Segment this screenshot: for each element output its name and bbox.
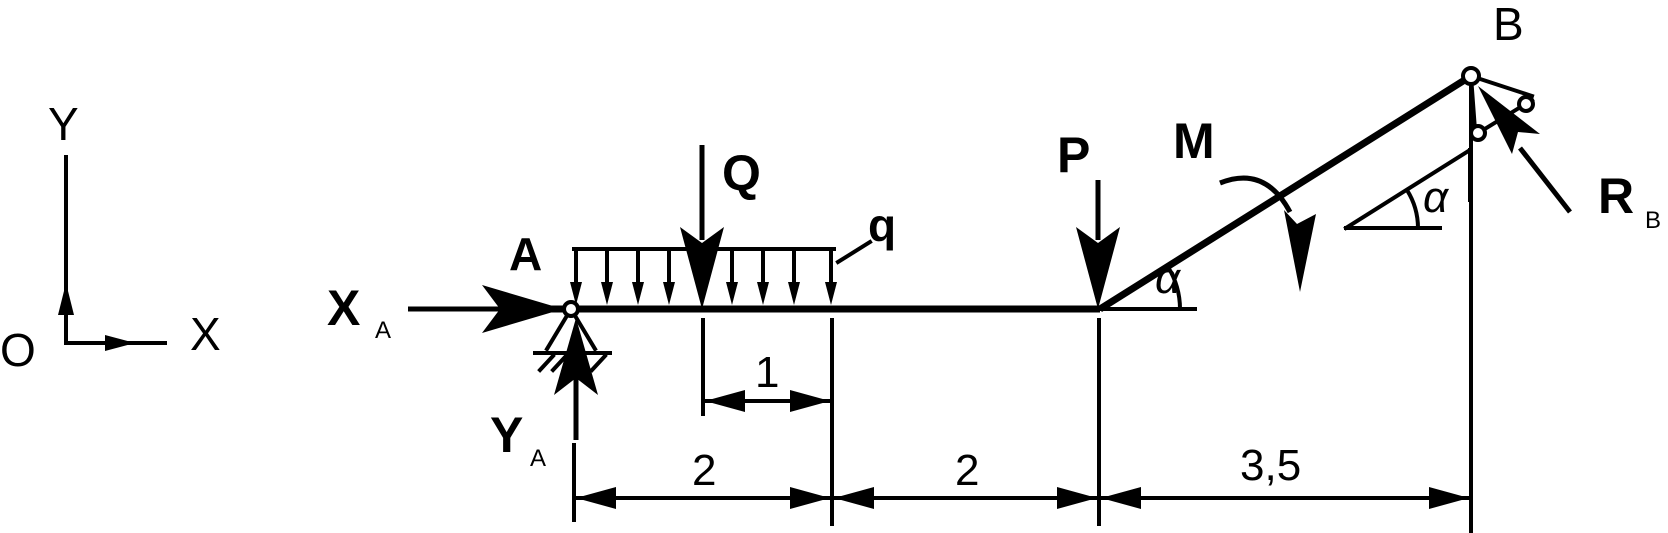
- axis-y-label: Y: [48, 98, 79, 150]
- reaction-xa: X A: [327, 280, 563, 344]
- point-a-label: A: [509, 228, 542, 280]
- dimension-q-offset: 1: [755, 348, 779, 397]
- reaction-rb: R B: [1478, 86, 1661, 234]
- reaction-ya: Y A: [490, 318, 598, 472]
- angle-alpha-label-1: α: [1155, 254, 1182, 303]
- hinge-a: [562, 300, 580, 318]
- force-p: P: [1057, 127, 1120, 309]
- origin-label: O: [0, 324, 36, 376]
- reaction-rb-subscript: B: [1645, 207, 1661, 234]
- point-b-label: B: [1493, 0, 1524, 50]
- moment-m-label: M: [1173, 113, 1215, 169]
- force-q: Q: [680, 145, 761, 309]
- pin-support-a: A: [509, 228, 612, 373]
- angle-alpha-label-2: α: [1423, 173, 1450, 222]
- moment-m: M: [1173, 113, 1316, 292]
- support-b: B: [1461, 0, 1535, 533]
- load-arrows: [570, 247, 837, 305]
- reaction-xa-label: X: [327, 280, 360, 336]
- y-axis-arrowhead: [58, 283, 74, 315]
- x-axis-arrowhead: [105, 335, 135, 351]
- angle-alpha-at-b: α: [1343, 147, 1473, 231]
- reaction-ya-subscript: A: [530, 445, 546, 472]
- dimension-span-3: 3,5: [1240, 441, 1301, 490]
- reaction-rb-label: R: [1598, 168, 1634, 224]
- reaction-xa-subscript: A: [375, 317, 391, 344]
- dimension-span-2: 2: [955, 446, 979, 495]
- force-q-label: Q: [722, 145, 761, 201]
- axis-x-label: X: [190, 308, 221, 360]
- dimension-span-1: 2: [692, 446, 716, 495]
- beam: [533, 73, 1473, 313]
- force-p-label: P: [1057, 127, 1090, 183]
- load-q-label: q: [868, 199, 896, 251]
- reaction-ya-label: Y: [490, 407, 523, 463]
- hinge-b: [1461, 66, 1481, 86]
- coordinate-axes: Y X O: [0, 98, 221, 376]
- angle-alpha-at-p: α: [1155, 254, 1183, 312]
- dimensions: 1 2 2 3,5: [572, 318, 1473, 526]
- distributed-load-q: q: [570, 199, 896, 305]
